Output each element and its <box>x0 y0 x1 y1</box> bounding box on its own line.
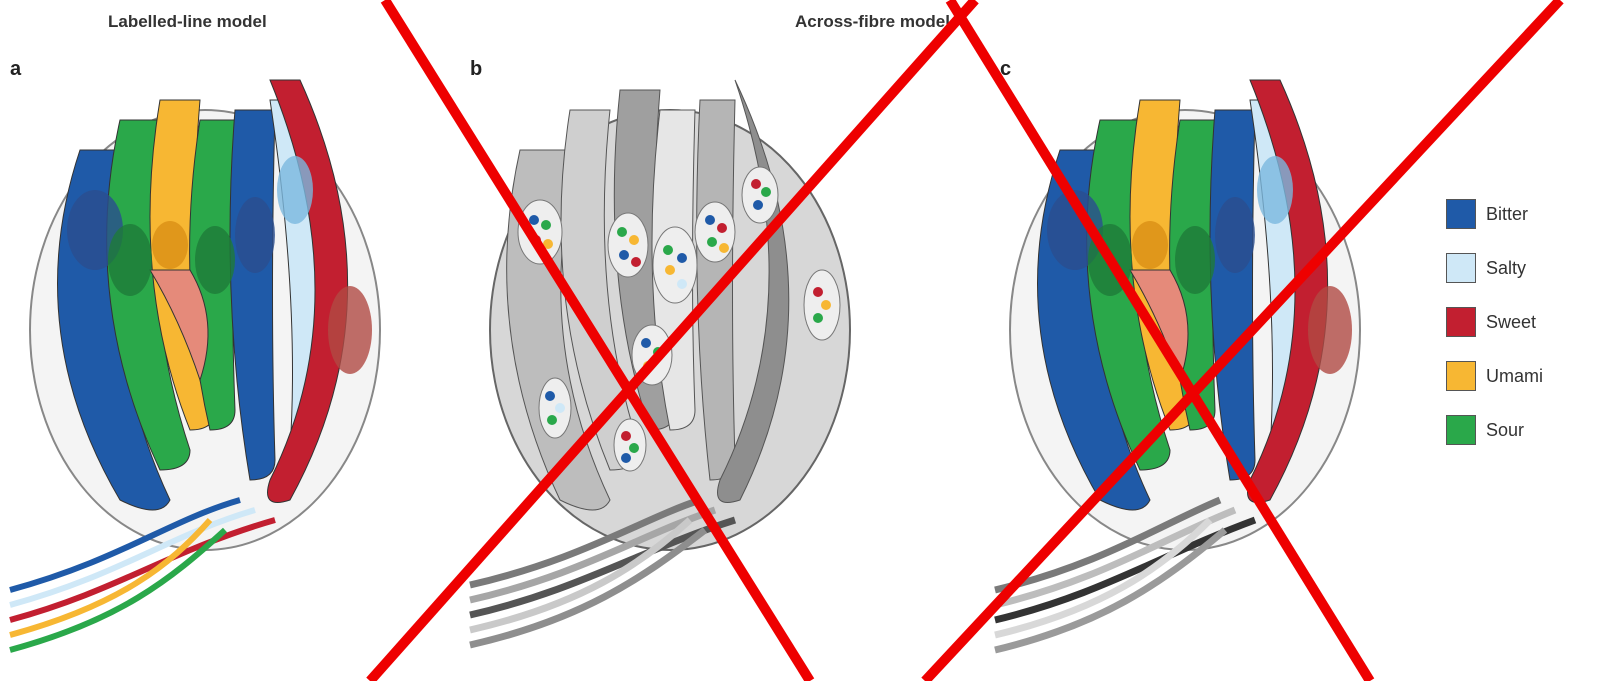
umami-swatch <box>1446 361 1476 391</box>
salty-swatch <box>1446 253 1476 283</box>
legend-item-salty: Salty <box>1446 250 1543 286</box>
legend-item-umami: Umami <box>1446 358 1543 394</box>
taste-legend: Bitter Salty Sweet Umami Sour <box>1446 196 1543 466</box>
sour-swatch <box>1446 415 1476 445</box>
legend-item-sour: Sour <box>1446 412 1543 448</box>
legend-item-bitter: Bitter <box>1446 196 1543 232</box>
legend-item-sweet: Sweet <box>1446 304 1543 340</box>
legend-label-bitter: Bitter <box>1486 204 1528 225</box>
legend-label-sour: Sour <box>1486 420 1524 441</box>
legend-label-salty: Salty <box>1486 258 1526 279</box>
taste-bud-b <box>470 80 850 645</box>
cross-line-b-2 <box>370 0 975 681</box>
legend-label-sweet: Sweet <box>1486 312 1536 333</box>
legend-label-umami: Umami <box>1486 366 1543 387</box>
bitter-swatch <box>1446 199 1476 229</box>
sweet-swatch <box>1446 307 1476 337</box>
taste-bud-a <box>10 80 380 650</box>
